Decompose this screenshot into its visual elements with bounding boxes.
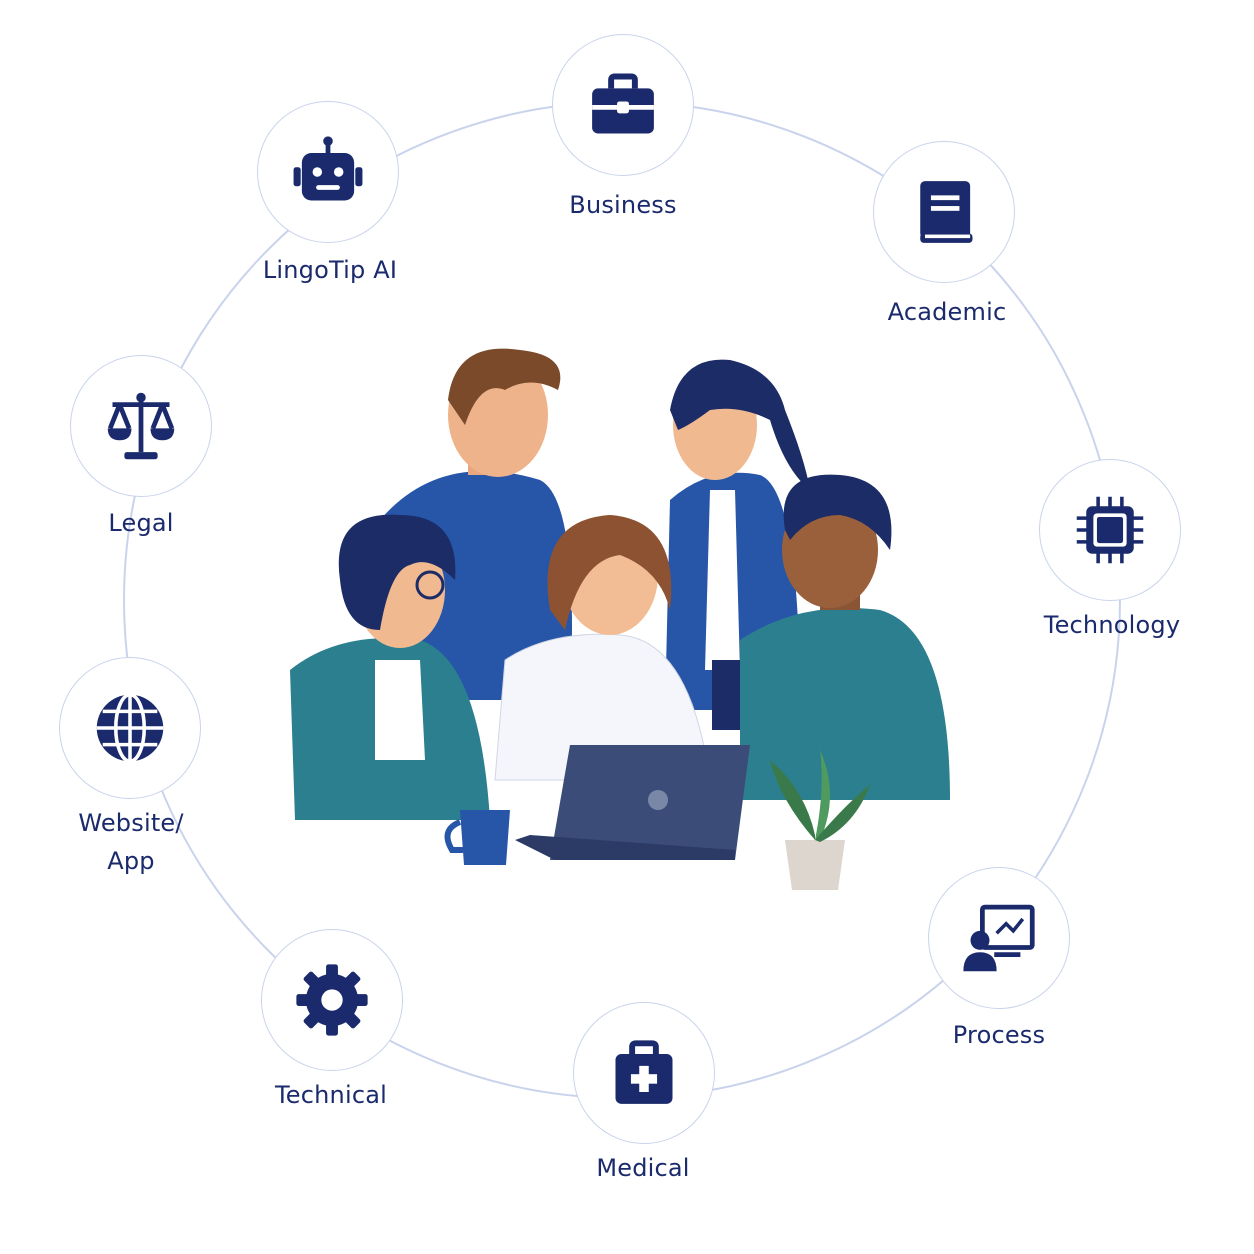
- label-lingotip-ai: LingoTip AI: [262, 256, 398, 284]
- person-man-teal: [740, 474, 950, 800]
- team-illustration: [290, 348, 950, 890]
- node-process[interactable]: [928, 867, 1070, 1009]
- laptop: [515, 745, 750, 860]
- book-icon: [920, 181, 973, 243]
- label-process: Process: [952, 1021, 1046, 1049]
- node-technical[interactable]: [261, 929, 403, 1071]
- node-medical[interactable]: [573, 1002, 715, 1144]
- label-technical: Technical: [274, 1081, 388, 1109]
- scales-icon: [107, 392, 175, 460]
- label-medical: Medical: [596, 1154, 690, 1182]
- node-lingotip-ai[interactable]: [257, 101, 399, 243]
- person-curly-glasses: [290, 514, 490, 820]
- node-academic[interactable]: [873, 141, 1015, 283]
- person-woman-center: [494, 515, 711, 781]
- robot-icon: [293, 136, 363, 201]
- label-legal: Legal: [108, 509, 174, 537]
- presentation-icon: [963, 904, 1035, 972]
- label-technology: Technology: [1043, 611, 1181, 639]
- plant: [770, 750, 870, 890]
- node-technology[interactable]: [1039, 459, 1181, 601]
- label-website-app: Website/ App: [78, 809, 184, 875]
- gear-icon: [296, 964, 368, 1036]
- node-website-app[interactable]: [59, 657, 201, 799]
- node-legal[interactable]: [70, 355, 212, 497]
- globe-icon: [96, 692, 164, 764]
- label-academic: Academic: [887, 298, 1007, 326]
- label-business: Business: [569, 191, 677, 219]
- briefcase-icon: [592, 73, 654, 134]
- chip-icon: [1076, 496, 1144, 564]
- node-business[interactable]: [552, 34, 694, 176]
- mug: [444, 810, 510, 865]
- medical-kit-icon: [615, 1040, 673, 1104]
